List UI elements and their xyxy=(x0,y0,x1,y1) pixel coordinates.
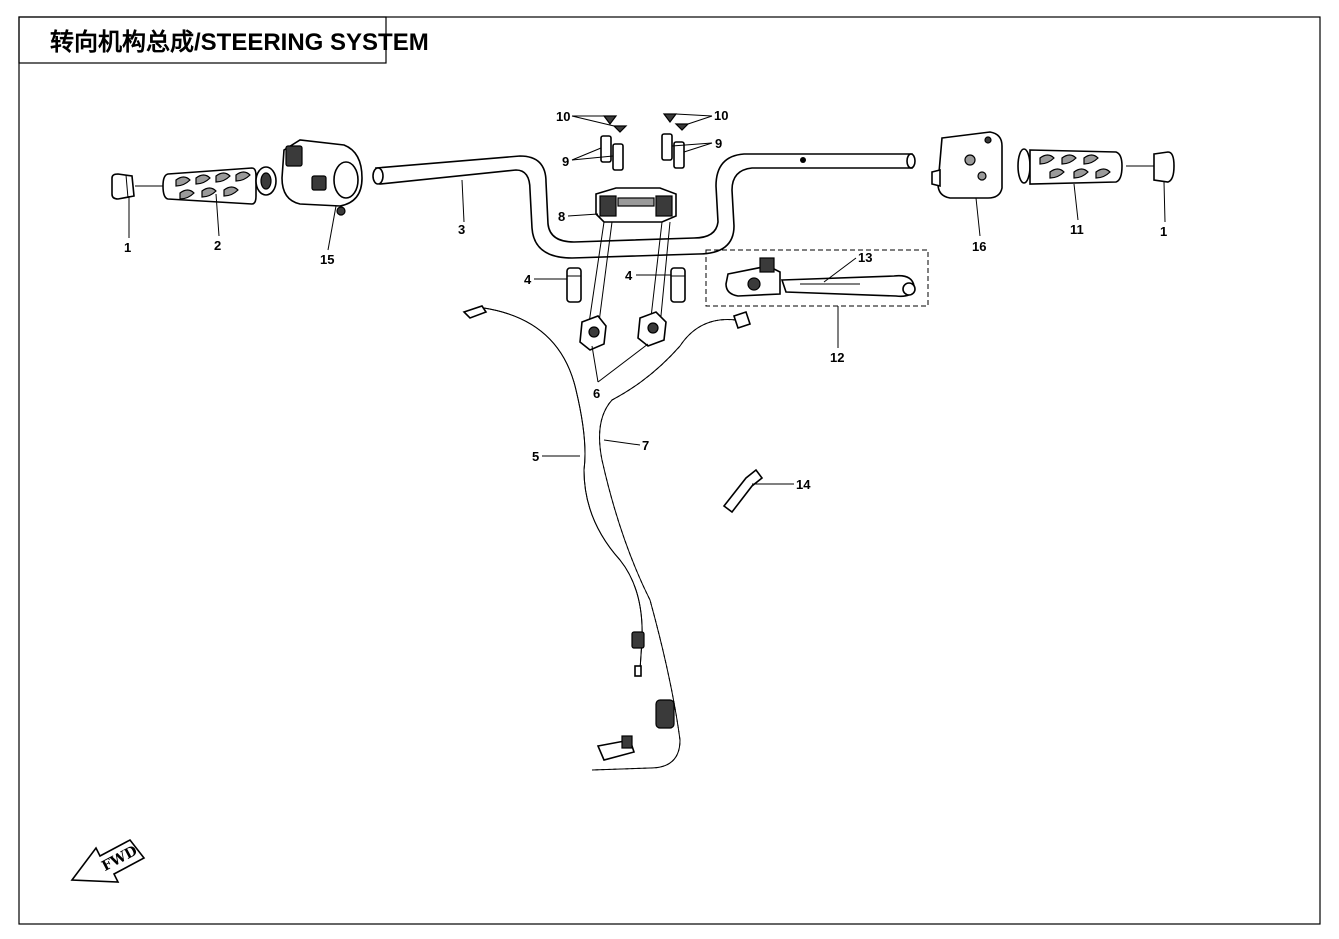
callout-4-left: 4 xyxy=(524,272,532,287)
clamp-bolts-right xyxy=(661,133,685,169)
diagram-title: 转向机构总成/STEERING SYSTEM xyxy=(50,28,429,56)
right-hand-grip xyxy=(1017,148,1123,185)
left-bar-end-cap xyxy=(111,173,164,200)
brake-lever-assembly xyxy=(705,249,929,307)
riser-bolt-left xyxy=(566,267,582,303)
callout-15: 15 xyxy=(320,252,334,267)
right-handlebar-switch xyxy=(931,131,1003,199)
clamp-bolts-left xyxy=(600,135,624,171)
leader-lines xyxy=(128,113,1166,485)
bolt-caps-left xyxy=(602,115,628,133)
callout-2: 2 xyxy=(214,238,221,253)
callout-9-right: 9 xyxy=(715,136,722,151)
callout-3: 3 xyxy=(458,222,465,237)
callout-1-right: 1 xyxy=(1160,224,1167,239)
bolt-caps-right xyxy=(662,113,690,131)
brake-cable xyxy=(591,310,752,771)
riser-bolt-right xyxy=(670,267,686,303)
cable-tie xyxy=(722,468,764,514)
callout-13: 13 xyxy=(858,250,872,265)
throttle-cable xyxy=(462,305,645,677)
left-hand-grip xyxy=(162,166,277,205)
callout-labels: 1 2 15 3 10 10 9 9 8 4 4 6 5 7 13 12 14 … xyxy=(124,108,1167,492)
drawing-frame xyxy=(18,16,1321,925)
callout-9-left: 9 xyxy=(562,154,569,169)
forward-direction-arrow: FWD xyxy=(70,838,146,883)
callout-12: 12 xyxy=(830,350,844,365)
callout-10-left: 10 xyxy=(556,109,570,124)
callout-16: 16 xyxy=(972,239,986,254)
handlebar-clamp-upper xyxy=(595,187,677,223)
callout-6: 6 xyxy=(593,386,600,401)
handlebar xyxy=(372,153,916,259)
callout-14: 14 xyxy=(796,477,811,492)
callout-5: 5 xyxy=(532,449,539,464)
callout-1-left: 1 xyxy=(124,240,131,255)
assembly-guide-lines xyxy=(587,221,671,331)
callout-10-right: 10 xyxy=(714,108,728,123)
callout-8: 8 xyxy=(558,209,565,224)
callout-4-right: 4 xyxy=(625,268,633,283)
handlebar-clamp-lower xyxy=(579,311,667,351)
right-bar-end-cap xyxy=(1126,151,1175,183)
left-handlebar-switch xyxy=(281,139,363,216)
title-box xyxy=(18,16,387,64)
callout-7: 7 xyxy=(642,438,649,453)
callout-11: 11 xyxy=(1070,222,1084,237)
